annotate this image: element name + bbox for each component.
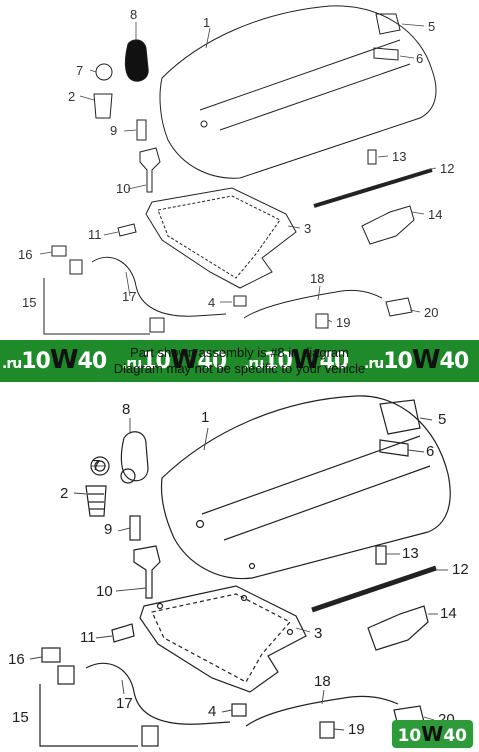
- callout-20-top: 20: [424, 305, 439, 320]
- watermark-logo: .ru10W40: [364, 345, 469, 375]
- insulation-pad: [145, 187, 297, 289]
- callout-7: 7: [92, 457, 101, 474]
- callout-8: 8: [122, 401, 131, 418]
- callout-7-top: 7: [76, 63, 84, 78]
- callout-6-top: 6: [416, 51, 424, 66]
- callout-13: 13: [402, 545, 419, 562]
- callout-19: 19: [348, 721, 365, 738]
- callout-6: 6: [426, 443, 435, 460]
- watermark-logo: .ru10W40: [244, 345, 349, 375]
- callout-2-top: 2: [68, 89, 76, 104]
- callout-1-top: 1: [203, 15, 211, 30]
- callout-3-top: 3: [304, 221, 312, 236]
- callout-17: 17: [116, 695, 133, 712]
- callout-11-top: 11: [88, 227, 102, 242]
- callout-4-top: 4: [208, 295, 216, 310]
- notice-line-1: Part shown assembly is #8 in diagram: [130, 345, 349, 360]
- callout-15: 15: [12, 709, 29, 726]
- hood-panel: [160, 395, 451, 580]
- callout-13-top: 13: [392, 149, 407, 164]
- callout-14: 14: [440, 605, 457, 622]
- callout-16: 16: [8, 651, 25, 668]
- bumper-stop-icon: [93, 93, 113, 119]
- callout-2: 2: [60, 485, 69, 502]
- notice-line-2: Diagram may not be specific to your vehi…: [113, 361, 366, 376]
- callout-10-top: 10: [116, 181, 131, 196]
- hood-ornament-icon: [124, 39, 149, 82]
- callout-4: 4: [208, 703, 217, 720]
- parts-diagram-top: 1 2 3 4 5 6 7 8 9 10 11 12 13 14 15 16 1…: [0, 0, 479, 340]
- diagram-drawing-bottom: [29, 395, 451, 747]
- watermark-logo: .ru10W40: [122, 345, 227, 375]
- insulation-pad: [139, 585, 307, 693]
- callout-9-top: 9: [110, 123, 118, 138]
- callout-12: 12: [452, 561, 469, 578]
- callout-11: 11: [80, 629, 96, 646]
- callout-18-top: 18: [310, 271, 325, 286]
- parts-diagram-bottom: 1 2 3 4 5 6 7 8 9 10 11 12 13 14 15 16 1…: [0, 392, 479, 752]
- callout-9: 9: [104, 521, 113, 538]
- watermark-banner: .ru10W40 .ru10W40 .ru10W40 .ru10W40 Part…: [0, 340, 479, 382]
- callout-19-top: 19: [336, 315, 351, 330]
- callout-5-top: 5: [428, 19, 436, 34]
- callout-10: 10: [96, 583, 113, 600]
- callout-16-top: 16: [18, 247, 33, 262]
- callout-18: 18: [314, 673, 331, 690]
- emblem-icon: [95, 63, 113, 81]
- callout-14-top: 14: [428, 207, 443, 222]
- callout-8-top: 8: [130, 7, 138, 22]
- callout-15-top: 15: [22, 295, 37, 310]
- callout-12-top: 12: [440, 161, 455, 176]
- callout-1: 1: [201, 409, 210, 426]
- callout-3: 3: [314, 625, 323, 642]
- hood-panel: [159, 5, 437, 179]
- hood-ornament-icon: [120, 431, 149, 482]
- callout-17-top: 17: [122, 289, 137, 304]
- bumper-stop-icon: [85, 485, 107, 517]
- diagram-drawing-top: [39, 5, 437, 335]
- watermark-logo: .ru10W40: [2, 345, 107, 375]
- corner-watermark-logo: 10W40: [391, 720, 473, 748]
- callout-5: 5: [438, 411, 447, 428]
